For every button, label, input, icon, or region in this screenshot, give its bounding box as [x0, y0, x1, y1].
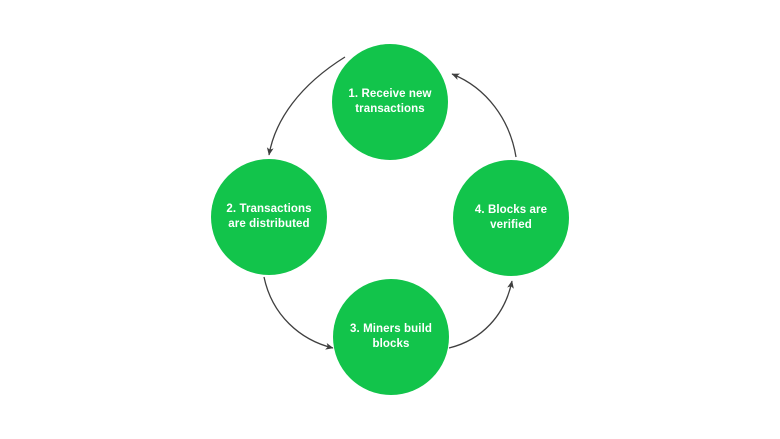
arrow-4-to-1 — [451, 73, 517, 158]
node-circle-4[interactable] — [453, 160, 569, 276]
arrow-2-to-3 — [263, 276, 334, 350]
arrow-3-to-4 — [448, 280, 514, 349]
arrow-1-to-2 — [266, 56, 346, 156]
node-circle-3[interactable] — [333, 279, 449, 395]
node-circle-1[interactable] — [332, 44, 448, 160]
node-circle-group — [211, 44, 569, 395]
arrow-group — [263, 56, 517, 350]
node-circle-2[interactable] — [211, 159, 327, 275]
